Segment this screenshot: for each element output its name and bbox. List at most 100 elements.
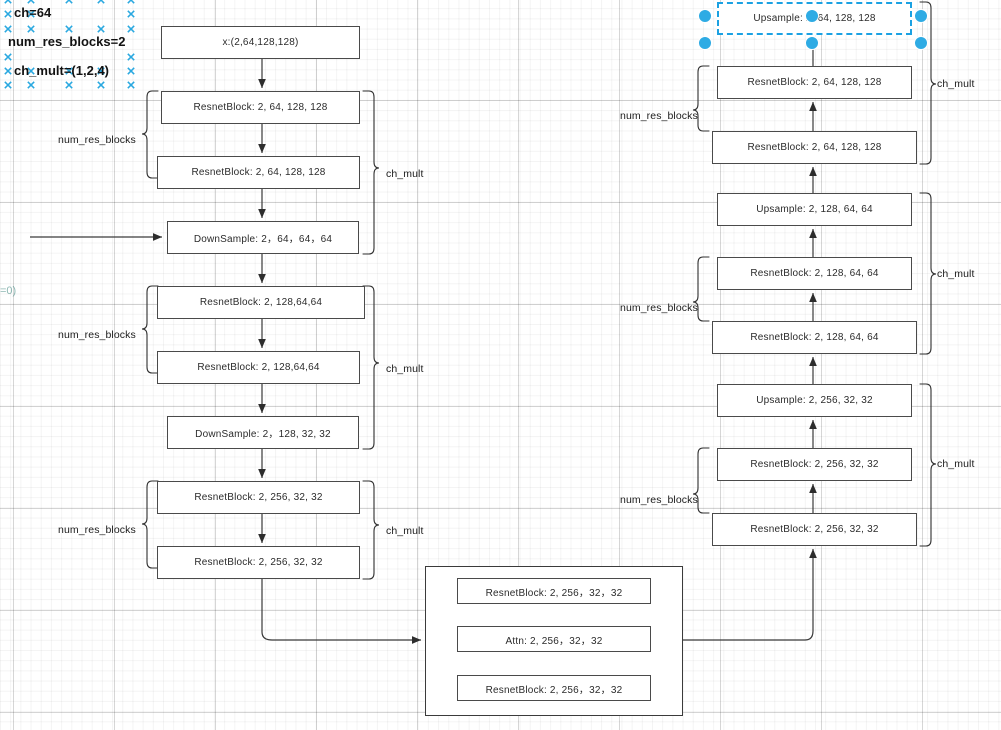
node-dec-r6[interactable]: ResnetBlock: 2, 64, 128, 128 [717, 66, 912, 99]
brace-label-enc-chm-1: ch_mult [386, 168, 424, 180]
cross-marker-icon [4, 81, 12, 89]
node-label: ResnetBlock: 2, 64, 128, 128 [747, 77, 882, 88]
resize-handle-1[interactable] [805, 9, 819, 23]
resize-handle-4[interactable] [805, 36, 819, 50]
brace-dec-nrb-3 [692, 65, 710, 132]
brace-enc-chm-1 [362, 90, 380, 255]
node-enc-r1[interactable]: ResnetBlock: 2, 64, 128, 128 [161, 91, 360, 124]
brace-label-dec-chm-2: ch_mult [937, 268, 975, 280]
brace-label-dec-chm-3: ch_mult [937, 78, 975, 90]
node-label: DownSample: 2，128, 32, 32 [195, 429, 331, 440]
node-label: Upsample: 2, 256, 32, 32 [756, 395, 873, 406]
node-label: ResnetBlock: 2, 256, 32, 32 [194, 492, 323, 503]
brace-dec-nrb-1 [692, 447, 710, 514]
node-dec-r2[interactable]: ResnetBlock: 2, 256, 32, 32 [717, 448, 912, 481]
cross-marker-icon [65, 81, 73, 89]
node-dec-r1[interactable]: ResnetBlock: 2, 256, 32, 32 [712, 513, 917, 546]
brace-label-dec-chm-1: ch_mult [937, 458, 975, 470]
cross-marker-icon [97, 81, 105, 89]
resize-handle-2[interactable] [914, 9, 928, 23]
cross-marker-icon [65, 25, 73, 33]
node-input[interactable]: x:(2,64,128,128) [161, 26, 360, 59]
brace-label-enc-chm-2: ch_mult [386, 363, 424, 375]
edge-encoder-to-middle [261, 579, 422, 644]
node-label: ResnetBlock: 2, 128, 64, 64 [750, 268, 879, 279]
brace-enc-chm-3 [362, 480, 380, 580]
node-dec-r3[interactable]: ResnetBlock: 2, 128, 64, 64 [712, 321, 917, 354]
cross-marker-icon [127, 10, 135, 18]
brace-enc-nrb-2 [141, 285, 159, 374]
node-enc-r6[interactable]: ResnetBlock: 2, 256, 32, 32 [157, 546, 360, 579]
param-num_res_blocks[interactable]: num_res_blocks=2 [8, 34, 126, 49]
brace-label-enc-nrb-1: num_res_blocks [58, 134, 136, 146]
cross-marker-icon [127, 67, 135, 75]
brace-enc-nrb-3 [141, 480, 159, 569]
node-dec-u2[interactable]: Upsample: 2, 128, 64, 64 [717, 193, 912, 226]
node-label: x:(2,64,128,128) [222, 37, 299, 48]
cross-marker-icon [97, 67, 105, 75]
node-label: ResnetBlock: 2, 128,64,64 [199, 297, 323, 308]
brace-dec-chm-3 [919, 1, 937, 165]
cross-marker-icon [127, 53, 135, 61]
node-enc-d1[interactable]: DownSample: 2，64，64，64 [167, 221, 359, 254]
brace-dec-chm-2 [919, 192, 937, 355]
cross-marker-icon [97, 0, 105, 4]
brace-label-dec-nrb-2: num_res_blocks [620, 302, 698, 314]
brace-label-enc-nrb-3: num_res_blocks [58, 524, 136, 536]
param-ch[interactable]: ch=64 [14, 5, 52, 20]
ghost-text-fragment: =0) [0, 285, 17, 297]
node-label: ResnetBlock: 2, 256, 32, 32 [750, 524, 879, 535]
cross-marker-icon [4, 10, 12, 18]
cross-marker-icon [4, 53, 12, 61]
cross-marker-icon [127, 0, 135, 4]
param-ch_mult[interactable]: ch_mult=(1,2,4) [14, 63, 110, 78]
cross-marker-icon [27, 81, 35, 89]
edge-middle-to-decoder [683, 548, 817, 641]
brace-label-enc-nrb-2: num_res_blocks [58, 329, 136, 341]
brace-label-enc-chm-3: ch_mult [386, 525, 424, 537]
node-label: DownSample: 2，64，64，64 [193, 234, 333, 245]
node-label: ResnetBlock: 2, 256, 32, 32 [194, 557, 323, 568]
node-label: ResnetBlock: 2, 64, 128, 128 [193, 102, 328, 113]
node-enc-r5[interactable]: ResnetBlock: 2, 256, 32, 32 [157, 481, 360, 514]
cross-marker-icon [27, 67, 35, 75]
node-mid-r1[interactable]: ResnetBlock: 2, 256，32，32 [457, 675, 651, 701]
brace-label-dec-nrb-3: num_res_blocks [620, 110, 698, 122]
cross-marker-icon [65, 67, 73, 75]
node-label: ResnetBlock: 2, 256，32，32 [485, 684, 623, 696]
node-dec-r5[interactable]: ResnetBlock: 2, 64, 128, 128 [712, 131, 917, 164]
resize-handle-3[interactable] [698, 36, 712, 50]
node-label: ResnetBlock: 2, 256, 32, 32 [750, 459, 879, 470]
resize-handle-5[interactable] [914, 36, 928, 50]
cross-marker-icon [97, 25, 105, 33]
cross-marker-icon [4, 25, 12, 33]
cross-marker-icon [4, 0, 12, 4]
brace-label-dec-nrb-1: num_res_blocks [620, 494, 698, 506]
cross-marker-icon [127, 25, 135, 33]
node-enc-r2[interactable]: ResnetBlock: 2, 64, 128, 128 [157, 156, 360, 189]
node-label: ResnetBlock: 2, 128, 64, 64 [750, 332, 879, 343]
node-label: ResnetBlock: 2, 128,64,64 [197, 362, 320, 373]
brace-dec-nrb-2 [692, 256, 710, 322]
node-mid-attn[interactable]: Attn: 2, 256，32，32 [457, 626, 651, 652]
cross-marker-icon [27, 25, 35, 33]
node-label: ResnetBlock: 2, 64, 128, 128 [747, 142, 882, 153]
node-dec-u1[interactable]: Upsample: 2, 256, 32, 32 [717, 384, 912, 417]
node-enc-r3[interactable]: ResnetBlock: 2, 128,64,64 [157, 286, 365, 319]
node-dec-r4[interactable]: ResnetBlock: 2, 128, 64, 64 [717, 257, 912, 290]
node-label: Upsample: 2, 128, 64, 64 [756, 204, 873, 215]
node-enc-r4[interactable]: ResnetBlock: 2, 128,64,64 [157, 351, 360, 384]
node-label: ResnetBlock: 2, 256，32，32 [485, 587, 623, 599]
brace-enc-nrb-1 [141, 90, 159, 179]
node-label: Attn: 2, 256，32，32 [505, 635, 603, 647]
brace-dec-chm-1 [919, 383, 937, 547]
cross-marker-icon [27, 0, 35, 4]
cross-marker-icon [127, 81, 135, 89]
resize-handle-0[interactable] [698, 9, 712, 23]
cross-marker-icon [65, 0, 73, 4]
node-enc-d2[interactable]: DownSample: 2，128, 32, 32 [167, 416, 359, 449]
